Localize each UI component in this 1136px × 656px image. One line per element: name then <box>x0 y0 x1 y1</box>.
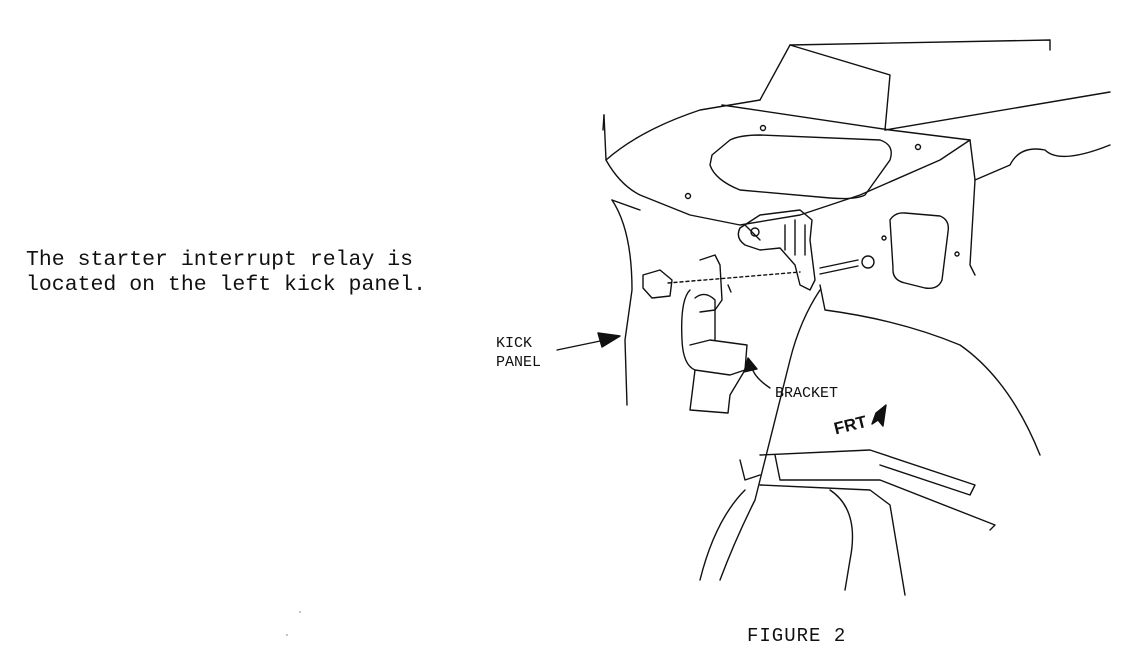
front-direction-arrow-icon <box>872 405 886 426</box>
bracket-label: BRACKET <box>775 385 839 402</box>
kick-panel-arrow <box>557 333 620 350</box>
starter-interrupt-relay <box>643 255 800 413</box>
description-line-2: located on the left kick panel. <box>26 273 426 297</box>
dashboard-outline <box>603 40 1110 275</box>
figure-caption: FIGURE 2 <box>747 625 847 647</box>
floor-tunnel <box>700 285 1040 595</box>
mounting-screw <box>820 256 874 274</box>
relay-bracket <box>738 210 815 290</box>
kick-panel <box>612 200 640 405</box>
dash-access-plate <box>710 135 891 199</box>
bracket-arrow <box>744 358 770 388</box>
description-line-1: The starter interrupt relay is <box>26 248 414 272</box>
right-panel-plate <box>890 213 948 288</box>
